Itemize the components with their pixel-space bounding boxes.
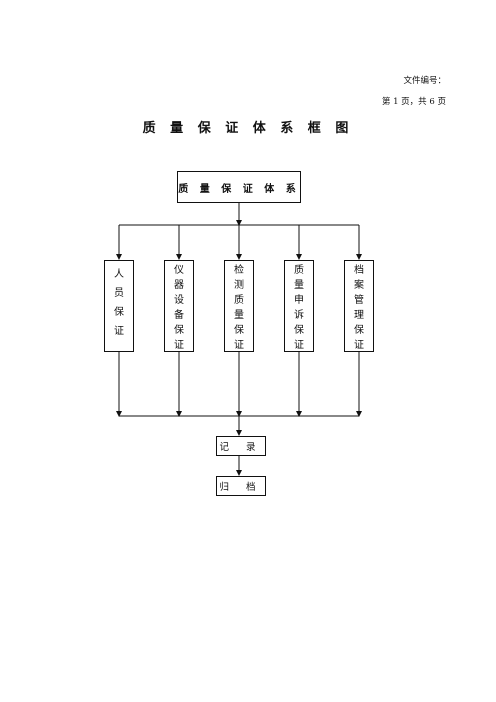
branch-char: 证	[354, 340, 364, 351]
branch-char: 证	[174, 340, 184, 351]
branch-char: 证	[234, 340, 244, 351]
branch-box-equipment: 仪 器 设 备 保 证	[164, 260, 194, 352]
file-number-label: 文件编号：	[403, 76, 446, 86]
branch-char: 证	[294, 340, 304, 351]
quality-assurance-system-box: 质 量 保 证 体 系	[177, 171, 301, 203]
branch-char: 测	[234, 280, 244, 291]
branch-char: 量	[294, 280, 304, 291]
page-title: 质 量 保 证 体 系 框 图	[142, 121, 354, 136]
branch-char: 保	[174, 325, 184, 336]
branch-char: 器	[174, 280, 184, 291]
branch-char: 量	[234, 310, 244, 321]
branch-char: 检	[234, 265, 244, 276]
branch-char: 档	[354, 265, 364, 276]
branch-char: 案	[354, 280, 364, 291]
branch-char: 人	[114, 269, 124, 280]
branch-char: 保	[294, 325, 304, 336]
branch-char: 保	[234, 325, 244, 336]
branch-char: 诉	[294, 310, 304, 321]
branch-char: 备	[174, 310, 184, 321]
branch-char: 仪	[174, 265, 184, 276]
branch-box-archive-management: 档 案 管 理 保 证	[344, 260, 374, 352]
branch-char: 保	[354, 325, 364, 336]
branch-char: 理	[354, 310, 364, 321]
branch-box-testing-quality: 检 测 质 量 保 证	[224, 260, 254, 352]
branch-char: 管	[354, 295, 364, 306]
branch-char: 设	[174, 295, 184, 306]
branch-char: 保	[114, 307, 124, 318]
branch-box-quality-appeal: 质 量 申 诉 保 证	[284, 260, 314, 352]
branch-char: 质	[294, 265, 304, 276]
branch-char: 质	[234, 295, 244, 306]
branch-char: 证	[114, 326, 124, 337]
page-info: 第 1 页，共 6 页	[381, 97, 446, 107]
branch-box-personnel: 人 员 保 证	[104, 260, 134, 352]
record-box: 记 录	[216, 436, 266, 456]
branch-char: 员	[114, 288, 124, 299]
archive-box: 归 档	[216, 476, 266, 496]
branch-char: 申	[294, 295, 304, 306]
